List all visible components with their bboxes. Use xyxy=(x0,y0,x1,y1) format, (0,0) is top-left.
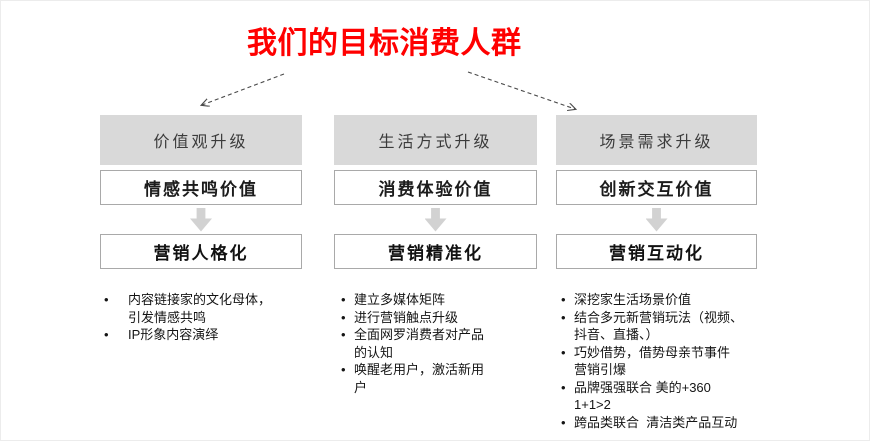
down-arrow-icon xyxy=(424,207,447,232)
bullet-list: 深挖家生活场景价值 结合多元新营销玩法（视频、 抖音、直播、） 巧妙借势，借势母… xyxy=(556,291,757,431)
column-header: 价值观升级 xyxy=(100,115,302,165)
bullet-item: 全面网罗消费者对产品 的认知 xyxy=(334,326,537,361)
bullet-item: 结合多元新营销玩法（视频、 抖音、直播、） xyxy=(556,309,757,344)
strategy-box: 营销互动化 xyxy=(556,234,757,269)
value-box: 消费体验价值 xyxy=(334,170,537,205)
bullet-item: IP形象内容演绎 xyxy=(100,326,302,344)
column-lifestyle-upgrade: 生活方式升级 消费体验价值 营销精准化 建立多媒体矩阵 进行营销触点升级 全面网… xyxy=(334,115,537,396)
bullet-item: 跨品类联合 清洁类产品互动 xyxy=(556,414,757,432)
bullet-item: 深挖家生活场景价值 xyxy=(556,291,757,309)
bullet-item: 唤醒老用户，激活新用 户 xyxy=(334,361,537,396)
bullet-item: 巧妙借势，借势母亲节事件 营销引爆 xyxy=(556,344,757,379)
column-scene-demand-upgrade: 场景需求升级 创新交互价值 营销互动化 深挖家生活场景价值 结合多元新营销玩法（… xyxy=(556,115,757,431)
page-title: 我们的目标消费人群 xyxy=(247,27,522,60)
bullet-item: 进行营销触点升级 xyxy=(334,309,537,327)
strategy-box: 营销精准化 xyxy=(334,234,537,269)
bullet-item: 内容链接家的文化母体， 引发情感共鸣 xyxy=(100,291,302,326)
arrow-slot xyxy=(334,205,537,234)
arrow-slot xyxy=(100,205,302,234)
connector-arrow-left xyxy=(202,73,285,105)
bullet-item: 品牌强强联合 美的+360 1+1>2 xyxy=(556,379,757,414)
column-header: 生活方式升级 xyxy=(334,115,537,165)
down-arrow-icon xyxy=(645,207,668,232)
column-header: 场景需求升级 xyxy=(556,115,757,165)
strategy-box: 营销人格化 xyxy=(100,234,302,269)
bullet-item: 建立多媒体矩阵 xyxy=(334,291,537,309)
bullet-list: 建立多媒体矩阵 进行营销触点升级 全面网罗消费者对产品 的认知 唤醒老用户，激活… xyxy=(334,291,537,396)
bullet-list: 内容链接家的文化母体， 引发情感共鸣 IP形象内容演绎 xyxy=(100,291,302,344)
arrow-slot xyxy=(556,205,757,234)
down-arrow-icon xyxy=(190,207,212,232)
value-box: 情感共鸣价值 xyxy=(100,170,302,205)
column-values-upgrade: 价值观升级 情感共鸣价值 营销人格化 内容链接家的文化母体， 引发情感共鸣 IP… xyxy=(100,115,302,344)
value-box: 创新交互价值 xyxy=(556,170,757,205)
connector-arrow-right xyxy=(467,71,575,109)
